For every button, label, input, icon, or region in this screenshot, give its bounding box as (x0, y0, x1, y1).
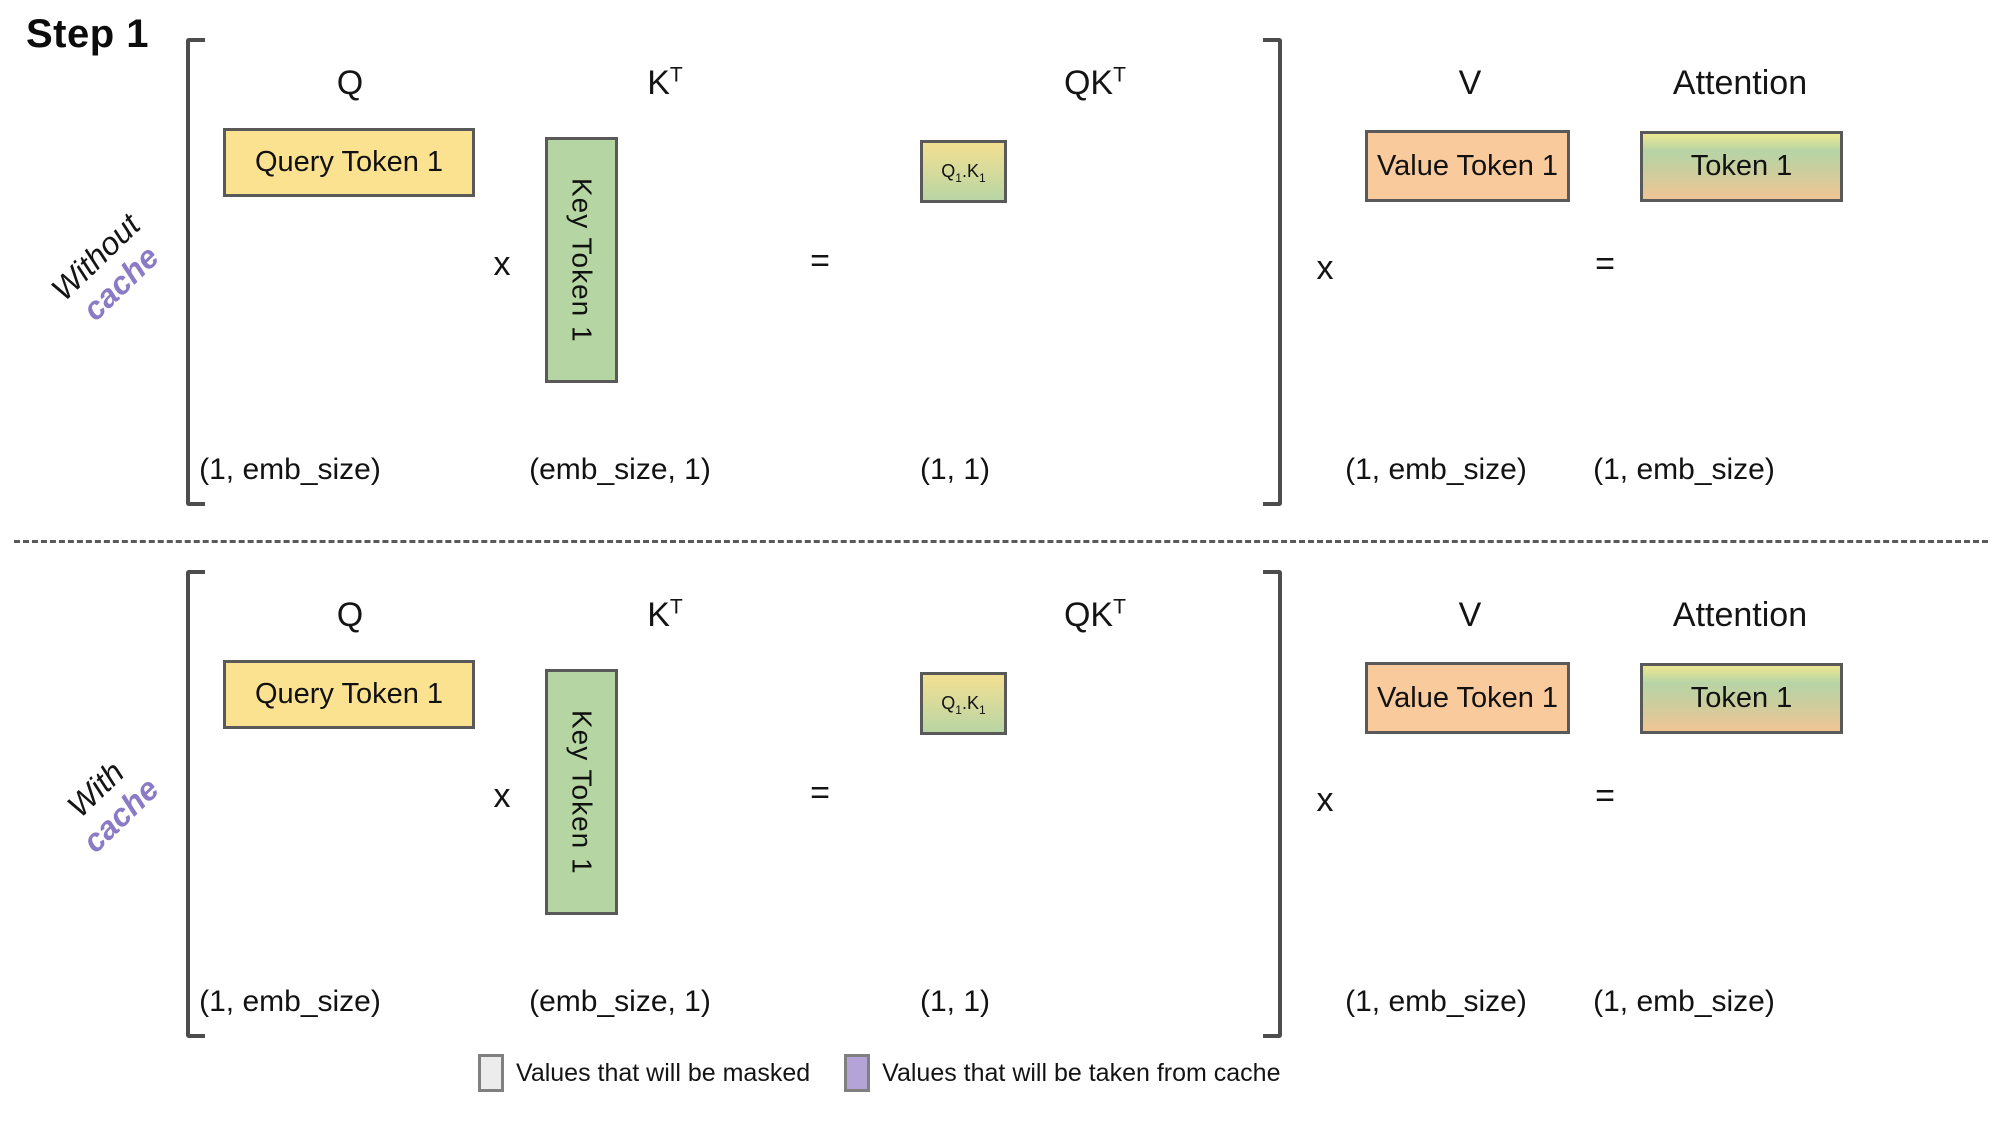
key-token-label: Key Token 1 (566, 177, 598, 343)
value-token-box: Value Token 1 (1365, 130, 1570, 202)
bracket-close (1263, 38, 1282, 506)
legend-label-masked: Values that will be masked (516, 1058, 811, 1087)
multiply-operator: x (493, 777, 511, 815)
legend-item-cache: Values that will be taken from cache (844, 1054, 1281, 1092)
qk-product-label: Q1.K1 (941, 693, 986, 717)
multiply-operator: x (1316, 249, 1334, 287)
query-token-box: Query Token 1 (223, 660, 475, 729)
qk-product-box: Q1.K1 (920, 672, 1007, 735)
kt-base: K (647, 64, 670, 102)
qk-dot: . (961, 693, 967, 713)
masked-swatch-icon (478, 1054, 504, 1092)
kt-sup: T (669, 63, 683, 87)
key-token-box: Key Token 1 (545, 669, 618, 915)
column-header-v: V (1458, 64, 1482, 102)
qk-k: K (967, 161, 980, 181)
dashed-divider (14, 540, 1988, 543)
dim-label-v: (1, emb_size) (1345, 985, 1527, 1018)
equals-operator: = (810, 774, 830, 812)
column-header-qkt: QKT (1010, 592, 1180, 638)
qkt-sup: T (1113, 63, 1126, 87)
qk-q: Q (941, 161, 956, 181)
attention-token-box: Token 1 (1640, 131, 1843, 202)
column-header-v: V (1458, 596, 1482, 634)
equals-operator: = (1595, 245, 1615, 283)
dim-label-v: (1, emb_size) (1345, 453, 1527, 486)
attention-token-box: Token 1 (1640, 663, 1843, 734)
legend-label-cache: Values that will be taken from cache (882, 1058, 1281, 1087)
qkt-base: QK (1063, 64, 1114, 102)
column-header-attention: Attention (1672, 64, 1808, 102)
qk-q-sub: 1 (955, 703, 962, 717)
qk-dot: . (961, 161, 967, 181)
dim-label-kt: (emb_size, 1) (529, 985, 711, 1018)
equals-operator: = (810, 242, 830, 280)
bracket-open (186, 38, 205, 506)
row-with-cache: With cache Q KT QKT V Attention Query To… (0, 532, 2000, 1062)
multiply-operator: x (493, 245, 511, 283)
value-token-label: Value Token 1 (1376, 681, 1559, 714)
bracket-close (1263, 570, 1282, 1038)
key-token-label: Key Token 1 (566, 709, 598, 875)
qk-product-label: Q1.K1 (941, 161, 986, 185)
dim-label-q: (1, emb_size) (199, 985, 381, 1018)
qk-product-box: Q1.K1 (920, 140, 1007, 203)
qk-k-sub: 1 (979, 703, 986, 717)
column-header-qkt: QKT (1010, 60, 1180, 106)
qk-q-sub: 1 (955, 171, 962, 185)
attention-token-label: Token 1 (1690, 682, 1793, 714)
query-token-box: Query Token 1 (223, 128, 475, 197)
qkt-base: QK (1063, 596, 1114, 634)
dim-label-attention: (1, emb_size) (1593, 453, 1775, 486)
key-token-box: Key Token 1 (545, 137, 618, 383)
cache-swatch-icon (844, 1054, 871, 1092)
legend-item-masked: Values that will be masked (478, 1054, 810, 1092)
column-header-kt: KT (590, 592, 740, 638)
legend: Values that will be masked Values that w… (478, 1054, 1281, 1092)
column-header-q: Q (336, 596, 364, 634)
row-without-cache: Without cache Q KT QKT V Attention Query… (0, 0, 2000, 530)
dim-label-q: (1, emb_size) (199, 453, 381, 486)
multiply-operator: x (1316, 781, 1334, 819)
bracket-open (186, 570, 205, 1038)
qk-q: Q (941, 693, 956, 713)
attention-token-label: Token 1 (1690, 150, 1793, 182)
page-title: Step 1 (26, 12, 150, 56)
dim-label-kt: (emb_size, 1) (529, 453, 711, 486)
query-token-label: Query Token 1 (254, 678, 444, 710)
column-header-kt: KT (590, 60, 740, 106)
value-token-box: Value Token 1 (1365, 662, 1570, 734)
equals-operator: = (1595, 777, 1615, 815)
value-token-label: Value Token 1 (1376, 149, 1559, 182)
kt-sup: T (669, 595, 683, 619)
qkt-sup: T (1113, 595, 1126, 619)
kt-base: K (647, 596, 670, 634)
column-header-attention: Attention (1672, 596, 1808, 634)
query-token-label: Query Token 1 (254, 146, 444, 178)
dim-label-qkt: (1, 1) (919, 453, 991, 486)
column-header-q: Q (336, 64, 364, 102)
qk-k: K (967, 693, 980, 713)
dim-label-qkt: (1, 1) (919, 985, 991, 1018)
dim-label-attention: (1, emb_size) (1593, 985, 1775, 1018)
qk-k-sub: 1 (979, 171, 986, 185)
